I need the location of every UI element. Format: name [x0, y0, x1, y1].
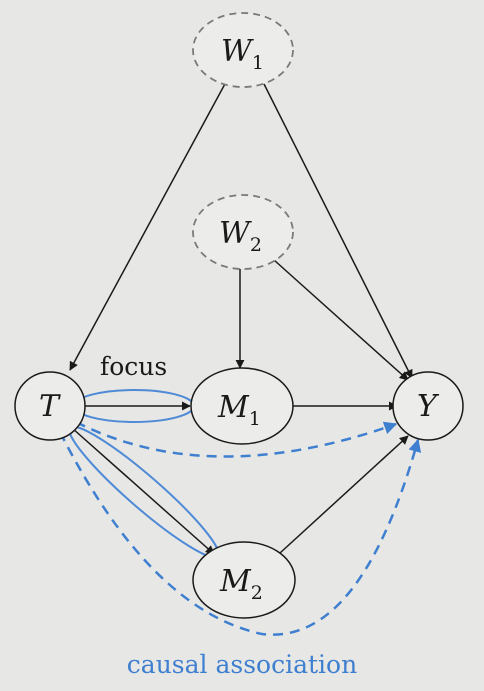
edge-w2-y [273, 259, 409, 381]
node-t: T [14, 371, 86, 441]
node-m1-label: M1 [217, 390, 261, 430]
node-w1: W1 [192, 12, 294, 88]
node-y-label: Y [417, 389, 440, 424]
edge-m2-y [279, 435, 409, 554]
assoc-path-t-y-lower [58, 431, 422, 636]
edge-w1-t [69, 81, 227, 371]
node-m1: M1 [190, 367, 294, 445]
causal-association-label: causal association [127, 650, 357, 679]
node-t-label: T [39, 389, 61, 424]
assoc-path-t-y-upper [75, 420, 398, 458]
node-m2: M2 [192, 541, 296, 619]
edge-t-m2 [71, 427, 215, 555]
node-w2: W2 [192, 194, 294, 270]
focus-label: focus [100, 352, 167, 381]
edge-w1-y [263, 83, 413, 379]
node-y: Y [392, 371, 464, 441]
node-w2-label: W2 [219, 216, 262, 256]
node-w1-label: W1 [221, 34, 264, 74]
node-m2-label: M2 [219, 564, 263, 604]
